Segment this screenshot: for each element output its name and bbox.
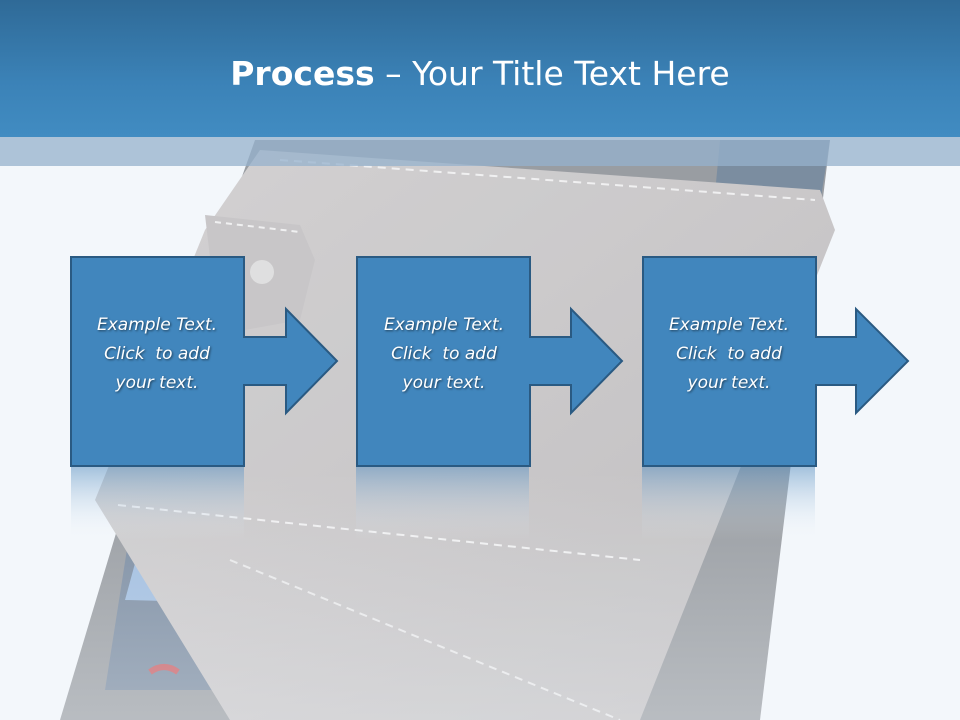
step-2-line-3: your text. [402,373,486,393]
step-1-line-1: Example Text. [96,315,218,335]
title-bar-strip [0,137,960,166]
step-2-line-2: Click to add [391,344,497,364]
step-3-line-2: Click to add [676,344,782,364]
arrow-right-icon [70,256,339,467]
arrow-right-icon [642,256,910,467]
step-2-text[interactable]: Example Text. Click to add your text. [358,311,530,398]
process-step-3[interactable] [642,256,910,467]
step-3-text[interactable]: Example Text. Click to add your text. [643,311,815,398]
step-3-line-1: Example Text. [668,315,790,335]
title-rest: – Your Title Text Here [374,54,730,93]
process-step-1[interactable] [70,256,339,467]
step-1-line-2: Click to add [104,344,210,364]
title-bold: Process [230,54,375,93]
process-step-2[interactable] [356,256,624,467]
step-1-line-3: your text. [115,373,199,393]
step-1-text[interactable]: Example Text. Click to add your text. [71,311,243,398]
title-bar [0,0,960,137]
step-reflections [71,466,815,540]
step-3-line-3: your text. [687,373,771,393]
slide-title[interactable]: Process – Your Title Text Here [0,52,960,96]
arrow-right-icon [356,256,624,467]
step-2-line-1: Example Text. [383,315,505,335]
